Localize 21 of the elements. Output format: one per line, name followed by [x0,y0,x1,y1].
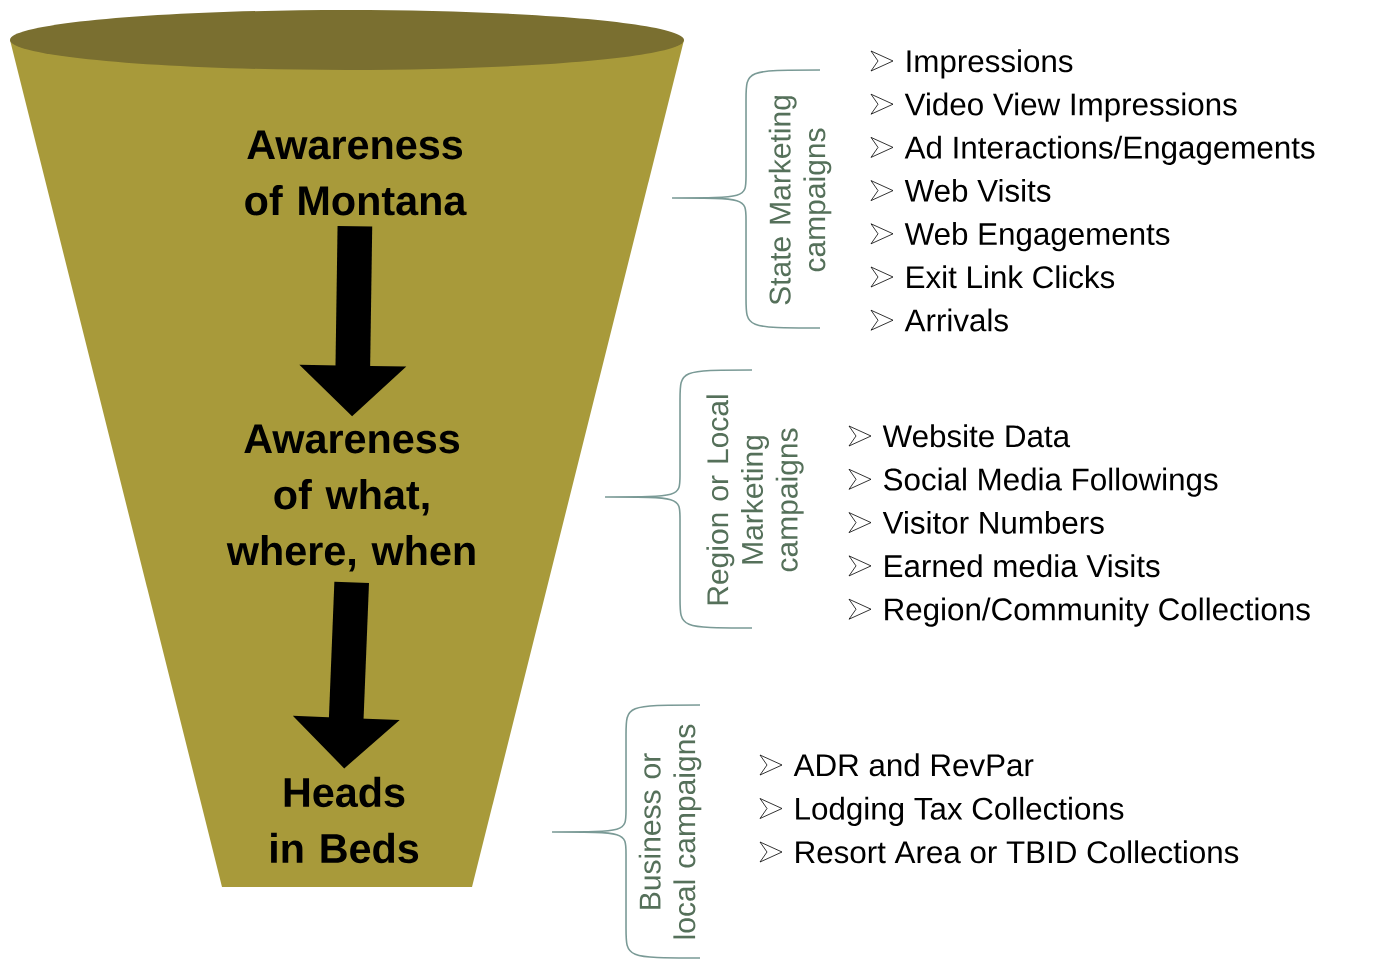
stage-label: Heads in Beds [271,776,419,864]
list-item: Arrivals [904,308,1008,332]
list-item: Video View Impressions [904,92,1237,122]
list-item: Social Media Followings [884,467,1218,497]
group-label: Business or local campaigns [638,724,702,939]
list-item: Web Visits [904,178,1051,202]
list-item: Region/Community Collections [885,597,1310,627]
list-item: Resort Area or TBID Collections [796,840,1239,864]
group-label: Region or Local Marketing campaigns [706,395,804,605]
list-item: Visitor Numbers [882,510,1104,534]
list-item: Exit Link Clicks [907,265,1115,289]
list-item: Web Engagements [904,222,1170,252]
stage-label: Awareness of what, where, when [226,424,475,572]
list-item: Lodging Tax Collections [796,796,1124,826]
stage-label: Awareness of Montana [245,130,467,216]
list-item: Website Data [882,424,1071,448]
list-item: Earned media Visits [885,554,1160,578]
list-item: ADR and RevPar [793,753,1034,777]
list-item: Ad Interactions/Engagements [904,135,1315,165]
list-item: Impressions [907,49,1073,79]
group-label: State Marketing campaigns [768,96,832,305]
